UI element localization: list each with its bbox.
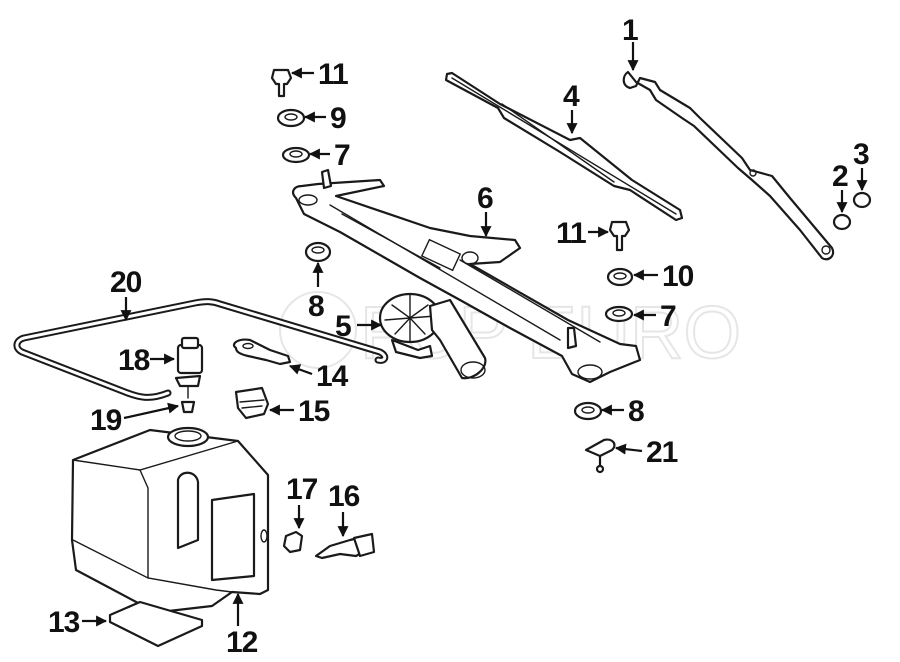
part-grommet-right[interactable]	[573, 401, 603, 421]
part-bushing[interactable]	[276, 108, 306, 128]
callout-2: 2	[832, 160, 848, 193]
part-wiper-arm[interactable]	[622, 70, 835, 261]
callout-6: 6	[477, 182, 493, 215]
callout-17: 17	[286, 473, 318, 506]
part-pump-seal[interactable]	[180, 400, 196, 414]
callout-1: 1	[622, 14, 638, 47]
callout-9: 9	[330, 102, 346, 135]
part-hose-connector[interactable]	[314, 532, 376, 560]
leaders	[82, 42, 868, 627]
callout-13: 13	[48, 606, 80, 639]
callout-20: 20	[110, 266, 142, 299]
callout-11-right: 11	[556, 217, 586, 250]
callout-4: 4	[563, 80, 580, 113]
callout-3: 3	[853, 138, 869, 171]
part-washer-right[interactable]	[604, 305, 634, 323]
part-washer-pump[interactable]	[174, 336, 204, 399]
part-washer-nozzle[interactable]	[584, 438, 616, 474]
callout-18: 18	[118, 344, 150, 377]
callout-12: 12	[226, 626, 258, 659]
callout-7-upper: 7	[334, 139, 350, 172]
part-grommet-left[interactable]	[304, 241, 332, 263]
part-washer-reservoir[interactable]	[70, 426, 270, 614]
callout-8-left: 8	[308, 290, 324, 323]
part-washer-upper[interactable]	[281, 146, 311, 164]
part-reservoir-cap[interactable]	[234, 386, 270, 420]
part-grommet-seal[interactable]	[282, 530, 304, 554]
callout-15: 15	[298, 395, 330, 428]
part-wiper-motor[interactable]	[378, 292, 487, 380]
part-ground-strap[interactable]	[232, 338, 292, 366]
callout-8-right: 8	[628, 395, 644, 428]
part-wiper-blade[interactable]	[444, 71, 684, 222]
part-washer-hose[interactable]	[13, 298, 389, 401]
callouts: 1 2 3 4 5 6 7 7 8 8 9 10 11 11 12 13 14 …	[48, 14, 870, 659]
callout-11-upper: 11	[318, 58, 348, 91]
part-bolt-upper[interactable]	[270, 68, 293, 98]
callout-21: 21	[646, 436, 678, 469]
part-arm-nut[interactable]	[832, 213, 852, 231]
callout-14: 14	[316, 360, 349, 393]
part-bolt-right[interactable]	[608, 220, 631, 252]
part-wiper-linkage[interactable]	[292, 168, 642, 384]
callout-10: 10	[662, 260, 694, 293]
part-reservoir-pad[interactable]	[108, 600, 204, 648]
callout-16: 16	[328, 480, 360, 513]
part-nut-cap[interactable]	[852, 191, 872, 209]
callout-19: 19	[90, 404, 122, 437]
part-bushing-right[interactable]	[606, 267, 634, 287]
callout-5: 5	[335, 310, 351, 343]
callout-7-right: 7	[660, 300, 676, 333]
